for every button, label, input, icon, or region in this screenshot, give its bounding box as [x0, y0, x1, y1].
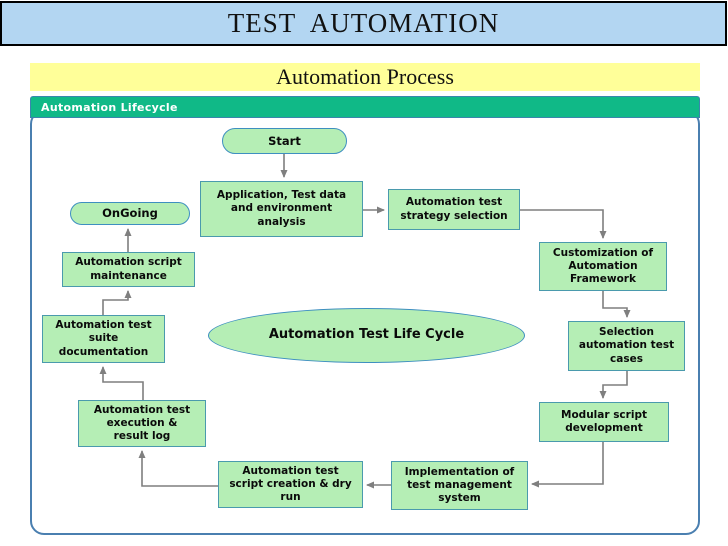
- section-header: Automation Lifecycle: [30, 96, 700, 118]
- node-script-creation: Automation test script creation & dry ru…: [218, 461, 363, 508]
- subtitle-bar: Automation Process: [30, 63, 700, 91]
- node-ongoing: OnGoing: [70, 202, 190, 225]
- node-test-management: Implementation of test management system: [391, 461, 528, 510]
- node-suite-documentation: Automation test suite documentation: [42, 315, 165, 363]
- section-label: Automation Lifecycle: [41, 100, 178, 114]
- node-strategy-selection: Automation test strategy selection: [388, 189, 520, 230]
- page-title: TEST AUTOMATION: [227, 8, 500, 38]
- subtitle-text: Automation Process: [276, 64, 454, 89]
- node-test-case-selection: Selection automation test cases: [568, 321, 685, 371]
- node-script-maintenance: Automation script maintenance: [62, 252, 195, 287]
- node-start: Start: [222, 128, 347, 154]
- node-execution-log: Automation test execution & result log: [78, 400, 206, 447]
- node-lifecycle-ellipse: Automation Test Life Cycle: [208, 308, 525, 363]
- node-application-analysis: Application, Test data and environment a…: [200, 181, 363, 237]
- node-framework-customization: Customization of Automation Framework: [539, 242, 667, 291]
- title-banner: TEST AUTOMATION: [0, 1, 727, 46]
- node-modular-script: Modular script development: [539, 402, 669, 442]
